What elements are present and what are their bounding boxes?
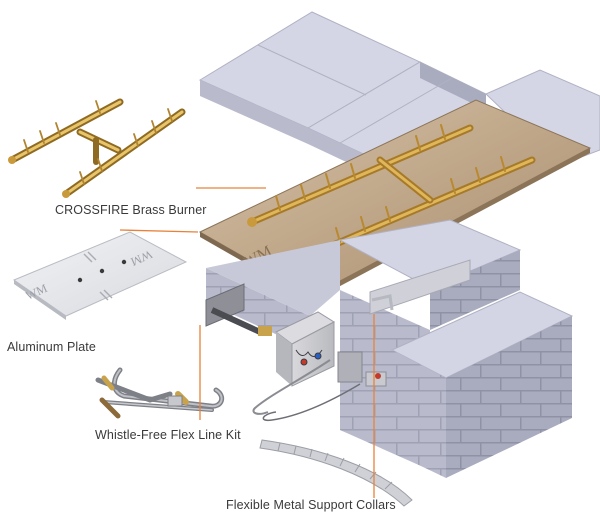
label-support-collars: Flexible Metal Support Collars	[226, 498, 396, 512]
block-enclosure	[206, 219, 574, 478]
ignition-cable	[262, 383, 361, 422]
label-flex-line-kit: Whistle-Free Flex Line Kit	[95, 428, 241, 442]
label-aluminum-plate: Aluminum Plate	[7, 340, 96, 354]
leader-line-plate	[119, 229, 199, 233]
valve-box	[205, 283, 387, 415]
aluminum-plate: WM WM	[12, 231, 188, 320]
crossfire-brass-burner	[8, 98, 186, 198]
label-crossfire-brass-burner: CROSSFIRE Brass Burner	[55, 203, 207, 217]
flex-line-kit	[95, 367, 225, 419]
support-collar	[259, 294, 413, 507]
leader-lines	[119, 187, 375, 498]
